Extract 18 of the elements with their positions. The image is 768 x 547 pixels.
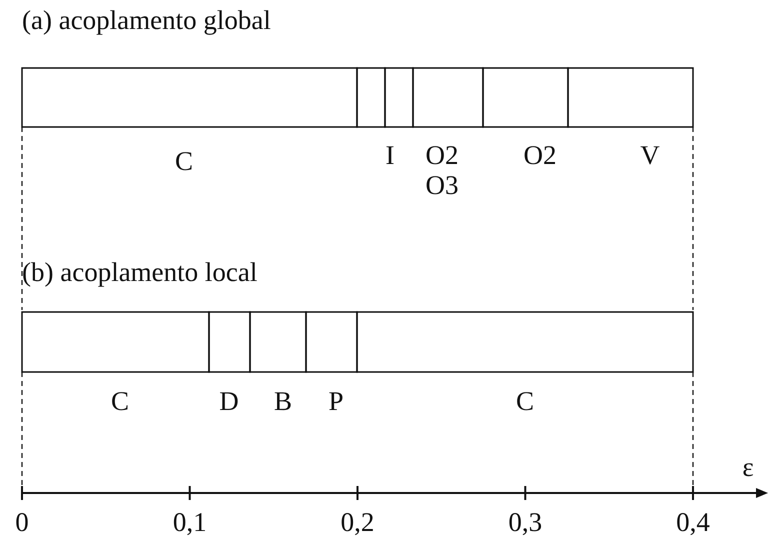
region-label: D bbox=[219, 386, 239, 416]
panel-title: (a) acoplamento global bbox=[22, 5, 271, 35]
tick-label: 0,4 bbox=[676, 507, 710, 537]
region-label: B bbox=[274, 386, 292, 416]
tick-label: 0,3 bbox=[508, 507, 542, 537]
region-label: V bbox=[640, 140, 660, 170]
region-label: C bbox=[175, 146, 193, 176]
tick-label: 0 bbox=[15, 507, 29, 537]
tick-label: 0,1 bbox=[172, 507, 207, 537]
region-label: O2 O3 bbox=[424, 140, 460, 200]
panel-title: (b) acoplamento local bbox=[22, 257, 258, 287]
tick-label: 0,2 bbox=[340, 507, 374, 537]
axis-label: ε bbox=[742, 452, 754, 482]
region-label: C bbox=[516, 386, 534, 416]
region-label: I bbox=[386, 140, 394, 170]
region-label: C bbox=[111, 386, 129, 416]
region-label: O2 bbox=[524, 140, 556, 170]
region-label: P bbox=[328, 386, 344, 416]
